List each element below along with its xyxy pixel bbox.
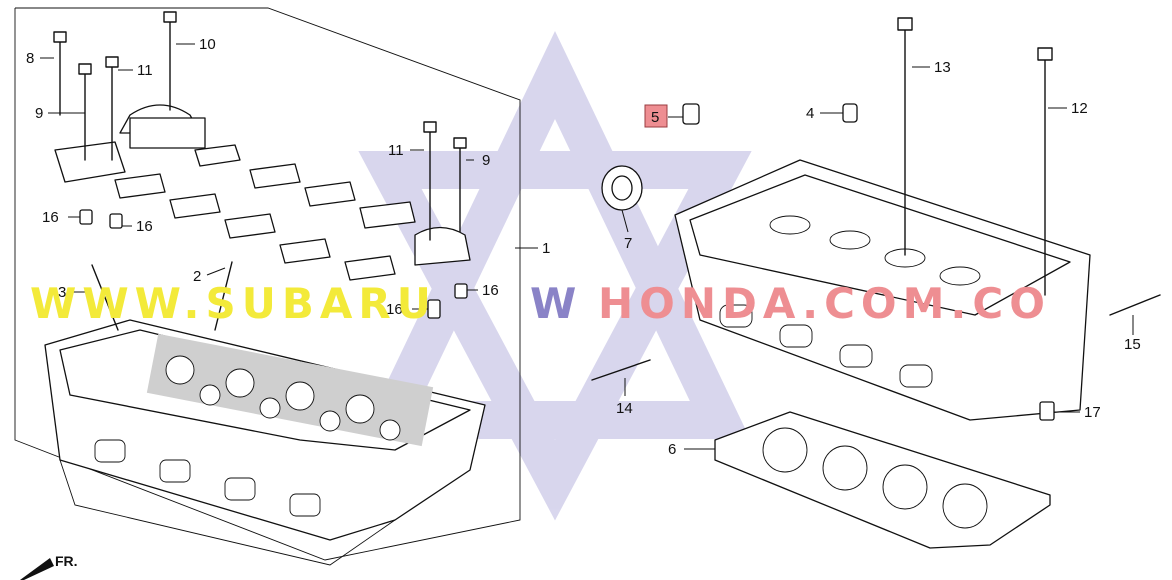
- callout-17: 17: [1084, 404, 1101, 421]
- callout-11b: 11: [388, 142, 404, 159]
- callout-12: 12: [1071, 100, 1088, 117]
- watermark-right: HONDA.COM.CO: [598, 279, 1051, 328]
- callout-3: 3: [58, 284, 66, 301]
- callout-11a: 11: [137, 62, 153, 79]
- callout-8: 8: [26, 50, 34, 67]
- callout-9b: 9: [482, 152, 490, 169]
- callout-16a: 16: [42, 209, 59, 226]
- highlight-box-part-5: [644, 104, 668, 128]
- callout-15: 15: [1124, 336, 1141, 353]
- callout-4: 4: [806, 105, 814, 122]
- callout-2: 2: [193, 268, 201, 285]
- watermark-mid: W: [530, 279, 582, 328]
- dowel-pin-17: [1039, 401, 1055, 421]
- arrow-icon: [20, 558, 54, 580]
- fr-label: FR.: [55, 553, 78, 569]
- oil-seal: [601, 165, 643, 211]
- studs-right: [591, 294, 1161, 381]
- head-gasket: [714, 411, 1051, 549]
- leader-lines: [40, 43, 1134, 450]
- watermark-star-icon: [358, 30, 752, 521]
- bolts-right: [897, 17, 1053, 296]
- callout-14: 14: [616, 400, 633, 417]
- cylinder-head-right: [674, 159, 1091, 421]
- cylinder-head-left: [44, 319, 486, 566]
- callout-10: 10: [199, 36, 216, 53]
- callout-13: 13: [934, 59, 951, 76]
- callout-7: 7: [624, 235, 632, 252]
- dowel-pins-left: [79, 209, 468, 319]
- studs-left: [91, 261, 233, 331]
- callout-16d: 16: [386, 301, 403, 318]
- callout-labels: 1 2 3 4 5 6 7 8 9 9 10 11 11 12 13 14 15…: [26, 36, 1141, 458]
- callout-16c: 16: [482, 282, 499, 299]
- callout-16b: 16: [136, 218, 153, 235]
- watermark-text: WWW.SUBARU W HONDA.COM.CO: [30, 279, 1051, 328]
- watermark-left: WWW.SUBARU: [30, 279, 437, 328]
- front-direction-marker: FR.: [20, 553, 78, 580]
- callout-5: 5: [651, 109, 659, 126]
- plugs: [682, 103, 858, 125]
- callout-1: 1: [542, 240, 550, 257]
- callout-6: 6: [668, 441, 676, 458]
- callout-9a: 9: [35, 105, 43, 122]
- bolts-left: [53, 11, 467, 241]
- camshaft-bearing-caps: [54, 104, 471, 281]
- assembly-boundary: [14, 7, 521, 561]
